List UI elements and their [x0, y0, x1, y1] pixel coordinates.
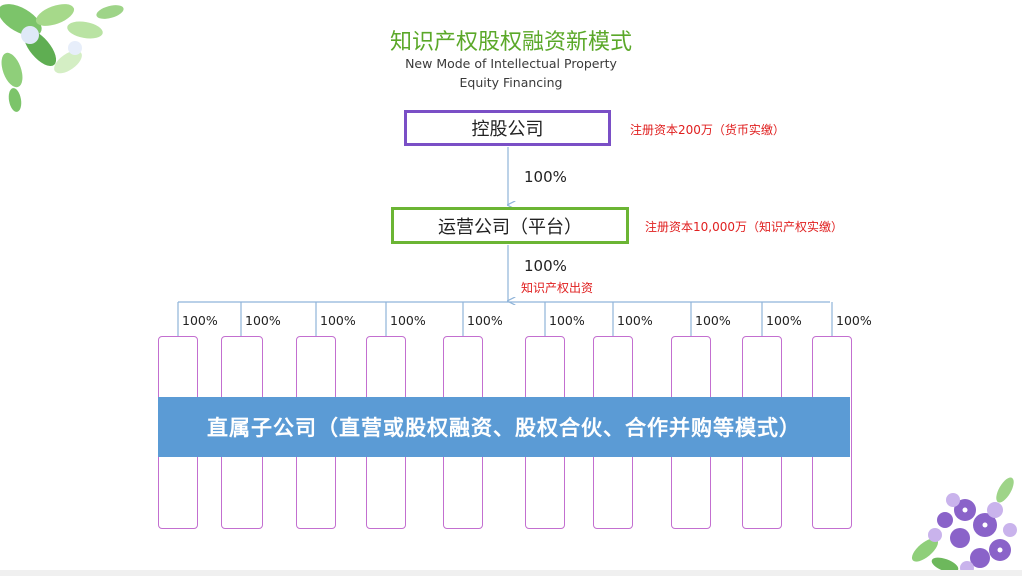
operating-company-box: 运营公司（平台） [391, 207, 629, 244]
holding-ownership-percent: 100% [524, 168, 567, 186]
subsidiary-percent-7: 100% [617, 313, 653, 328]
holding-capital-note: 注册资本200万（货币实缴） [630, 123, 785, 137]
ip-contribution-note: 知识产权出资 [521, 281, 594, 295]
operating-company-label: 运营公司（平台） [438, 216, 582, 238]
flower-decoration-bottom-right [911, 477, 1017, 575]
subsidiary-percent-5: 100% [467, 313, 503, 328]
subtitle-line-2: Equity Financing [459, 75, 563, 90]
subsidiary-percent-6: 100% [549, 313, 585, 328]
subsidiary-percent-9: 100% [766, 313, 802, 328]
subsidiary-percent-1: 100% [182, 313, 218, 328]
holding-company-box: 控股公司 [404, 110, 611, 146]
subsidiary-percent-4: 100% [390, 313, 426, 328]
operating-capital-note: 注册资本10,000万（知识产权实缴） [645, 220, 843, 234]
subsidiary-percent-2: 100% [245, 313, 281, 328]
subsidiaries-banner: 直属子公司（直营或股权融资、股权合伙、合作并购等模式） [158, 397, 850, 457]
footer-strip [0, 570, 1022, 576]
leaf-decoration-top-left [0, 4, 124, 112]
subsidiary-percent-10: 100% [836, 313, 872, 328]
page-title: 知识产权股权融资新模式 [389, 30, 632, 55]
page-subtitle: New Mode of Intellectual Property Equity… [0, 54, 1022, 92]
subsidiary-percent-3: 100% [320, 313, 356, 328]
subsidiary-percent-8: 100% [695, 313, 731, 328]
operating-ownership-percent: 100% [524, 257, 567, 275]
holding-company-label: 控股公司 [471, 119, 544, 140]
subtitle-line-1: New Mode of Intellectual Property [405, 56, 617, 71]
